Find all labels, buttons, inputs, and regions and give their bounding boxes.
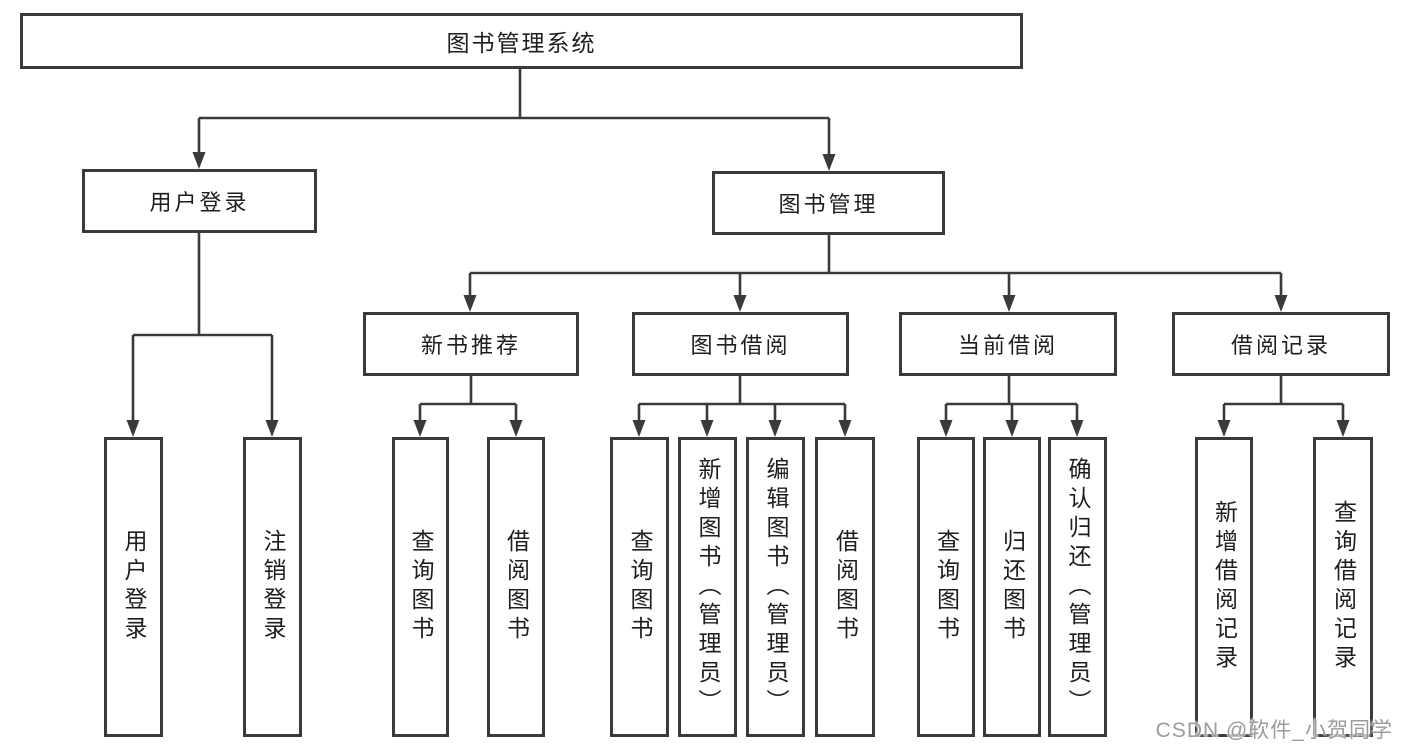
node-label: 归还图书: [999, 529, 1026, 645]
node-label: 图书管理: [778, 192, 879, 217]
leaf-borrowing-search-books: 查询图书: [610, 437, 669, 737]
node-label: 借阅图书: [503, 529, 530, 645]
leaf-user-login: 用户登录: [104, 437, 163, 737]
leaf-records-add-record: 新增借阅记录: [1195, 437, 1253, 737]
node-borrowing-records: 借阅记录: [1172, 312, 1390, 376]
node-book-management: 图书管理: [712, 171, 945, 235]
node-label: 新增借阅记录: [1211, 500, 1238, 674]
node-label: 图书借阅: [690, 333, 791, 358]
node-book-borrowing: 图书借阅: [632, 312, 849, 376]
node-label: 当前借阅: [957, 333, 1058, 358]
leaf-logout: 注销登录: [243, 437, 302, 737]
leaf-borrowing-add-books-admin: 新增图书（管理员）: [678, 437, 737, 737]
node-label: 借阅记录: [1230, 333, 1331, 358]
node-new-book-recommend: 新书推荐: [363, 312, 579, 376]
node-label: 用户登录: [121, 529, 147, 645]
leaf-borrowing-edit-books-admin: 编辑图书（管理员）: [746, 437, 805, 737]
node-user-login: 用户登录: [82, 169, 317, 233]
node-label: 查询图书: [627, 529, 653, 645]
node-label: 编辑图书（管理员）: [763, 456, 789, 718]
node-current-borrowing: 当前借阅: [899, 312, 1117, 376]
leaf-current-return-books: 归还图书: [983, 437, 1041, 737]
node-label: 查询图书: [933, 529, 960, 645]
node-label: 借阅图书: [832, 529, 859, 645]
node-label: 图书管理系统: [446, 30, 597, 56]
watermark-text: CSDN @软件_小贺同学: [1155, 719, 1393, 742]
leaf-current-confirm-return-admin: 确认归还（管理员）: [1048, 437, 1107, 737]
node-label: 新增图书（管理员）: [695, 456, 721, 718]
leaf-recommend-search-books: 查询图书: [392, 437, 449, 737]
leaf-recommend-borrow-books: 借阅图书: [487, 437, 545, 737]
node-library-system: 图书管理系统: [20, 13, 1023, 69]
node-label: 查询借阅记录: [1330, 500, 1357, 674]
node-label: 用户登录: [149, 190, 250, 215]
leaf-records-search-record: 查询借阅记录: [1313, 437, 1373, 737]
node-label: 查询图书: [408, 529, 434, 645]
node-label: 注销登录: [260, 529, 286, 645]
leaf-borrowing-borrow-books: 借阅图书: [815, 437, 875, 737]
node-label: 确认归还（管理员）: [1065, 456, 1091, 718]
node-label: 新书推荐: [420, 333, 521, 358]
leaf-current-search-books: 查询图书: [917, 437, 975, 737]
